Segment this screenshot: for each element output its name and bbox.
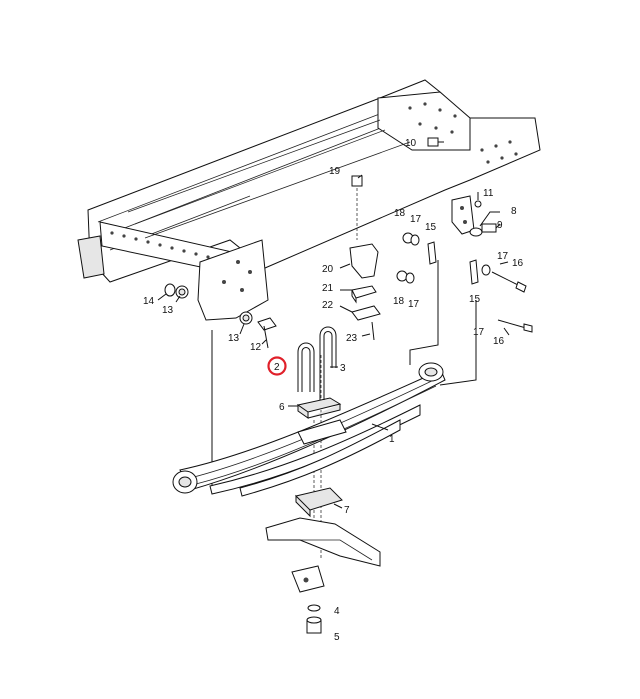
grease-nipple-11 <box>474 200 482 208</box>
callout-18-top: 18 <box>394 208 406 219</box>
callout-15-right: 15 <box>469 294 481 305</box>
shackle-link-15-top <box>427 241 437 265</box>
bushing-17-mid <box>405 272 415 284</box>
callout-9: 9 <box>497 220 503 231</box>
bolt-12 <box>257 317 277 349</box>
rear-crossmember-holes <box>408 102 518 164</box>
washer-18-mid <box>396 270 408 282</box>
spacer-21 <box>351 285 377 304</box>
callout-leaders <box>157 141 510 509</box>
bushing-9 <box>469 227 483 237</box>
callout-12: 12 <box>250 342 262 353</box>
callout-17-mid: 17 <box>408 299 420 310</box>
callout-13-right: 13 <box>228 333 240 344</box>
u-bolt-3 <box>319 326 337 400</box>
callout-19: 19 <box>329 166 341 177</box>
callout-2: 2 <box>274 362 280 373</box>
bushing-17-top <box>410 234 420 246</box>
callout-16-bottom: 16 <box>493 336 505 347</box>
pin-8 <box>481 223 497 233</box>
leaf-spring <box>172 362 446 497</box>
callout-1: 1 <box>389 434 395 445</box>
bolt-23 <box>371 321 375 341</box>
callout-22: 22 <box>322 300 334 311</box>
callout-8: 8 <box>511 206 517 217</box>
bolt-16-top <box>491 271 527 293</box>
washer-14 <box>164 283 176 297</box>
callout-15-top: 15 <box>425 222 437 233</box>
axle-housing <box>265 517 381 567</box>
callout-14: 14 <box>143 296 155 307</box>
bracket-20 <box>349 243 379 279</box>
bolt-10 <box>427 137 439 147</box>
callout-6: 6 <box>279 402 285 413</box>
spring-pad-upper <box>296 397 342 419</box>
callout-21: 21 <box>322 283 334 294</box>
callout-7: 7 <box>344 505 350 516</box>
nut-19 <box>351 175 363 187</box>
u-bolt-2 <box>297 342 315 392</box>
callout-20: 20 <box>322 264 334 275</box>
callout-16-top: 16 <box>512 258 524 269</box>
washer-4 <box>307 604 321 612</box>
shackle-bracket <box>451 195 475 235</box>
bolt-16-bottom <box>497 319 533 333</box>
chassis-frame <box>77 79 541 321</box>
callout-17-bottom: 17 <box>473 327 485 338</box>
highlight-ring-part-2 <box>267 356 287 376</box>
callout-13-left: 13 <box>162 305 174 316</box>
callout-11: 11 <box>483 188 494 199</box>
shackle-link-15-right <box>469 259 479 285</box>
callout-23: 23 <box>346 333 358 344</box>
callout-4: 4 <box>334 606 340 617</box>
spring-plate-lower <box>295 487 343 518</box>
callout-5: 5 <box>334 632 340 643</box>
callout-labels: 1 2 3 4 5 6 7 8 9 10 11 12 13 13 14 15 1… <box>143 138 524 643</box>
callout-10: 10 <box>405 138 417 149</box>
bushing-17-right <box>481 264 491 276</box>
callout-17-top: 17 <box>410 214 422 225</box>
callout-18-mid: 18 <box>393 296 405 307</box>
callout-17-right: 17 <box>497 251 509 262</box>
spacer-22 <box>351 305 381 321</box>
callout-3: 3 <box>340 363 346 374</box>
